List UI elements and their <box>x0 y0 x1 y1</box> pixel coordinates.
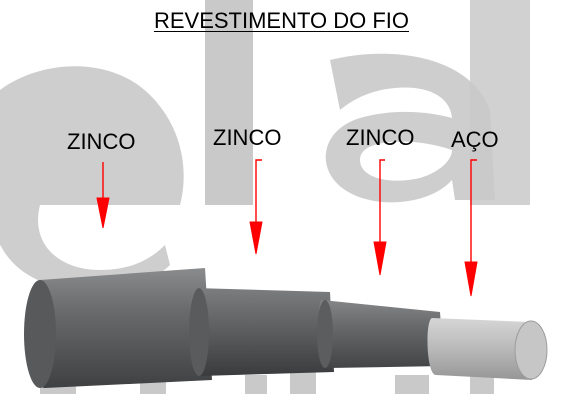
zinc-layer-1 <box>28 268 213 388</box>
arrow-zinco-2 <box>249 159 263 255</box>
zinc-layer-3 <box>318 300 444 368</box>
steel-core-end <box>514 320 548 380</box>
background-logo-watermark <box>0 0 530 394</box>
arrows <box>96 159 478 297</box>
zinc-layer-2 <box>188 288 334 376</box>
arrow-zinco-1 <box>96 162 110 229</box>
diagram-title: REVESTIMENTO DO FIO <box>153 8 410 33</box>
arrow-aco <box>464 159 478 297</box>
label-zinco-2: ZINCO <box>213 125 282 150</box>
label-zinco-3: ZINCO <box>346 125 415 150</box>
label-zinco-1: ZINCO <box>67 129 136 154</box>
zinc-layer-1-end <box>24 280 56 388</box>
arrow-zinco-3 <box>373 159 387 276</box>
label-aco: AÇO <box>451 127 499 152</box>
wire-cross-section <box>24 268 548 388</box>
steel-core <box>427 318 532 380</box>
